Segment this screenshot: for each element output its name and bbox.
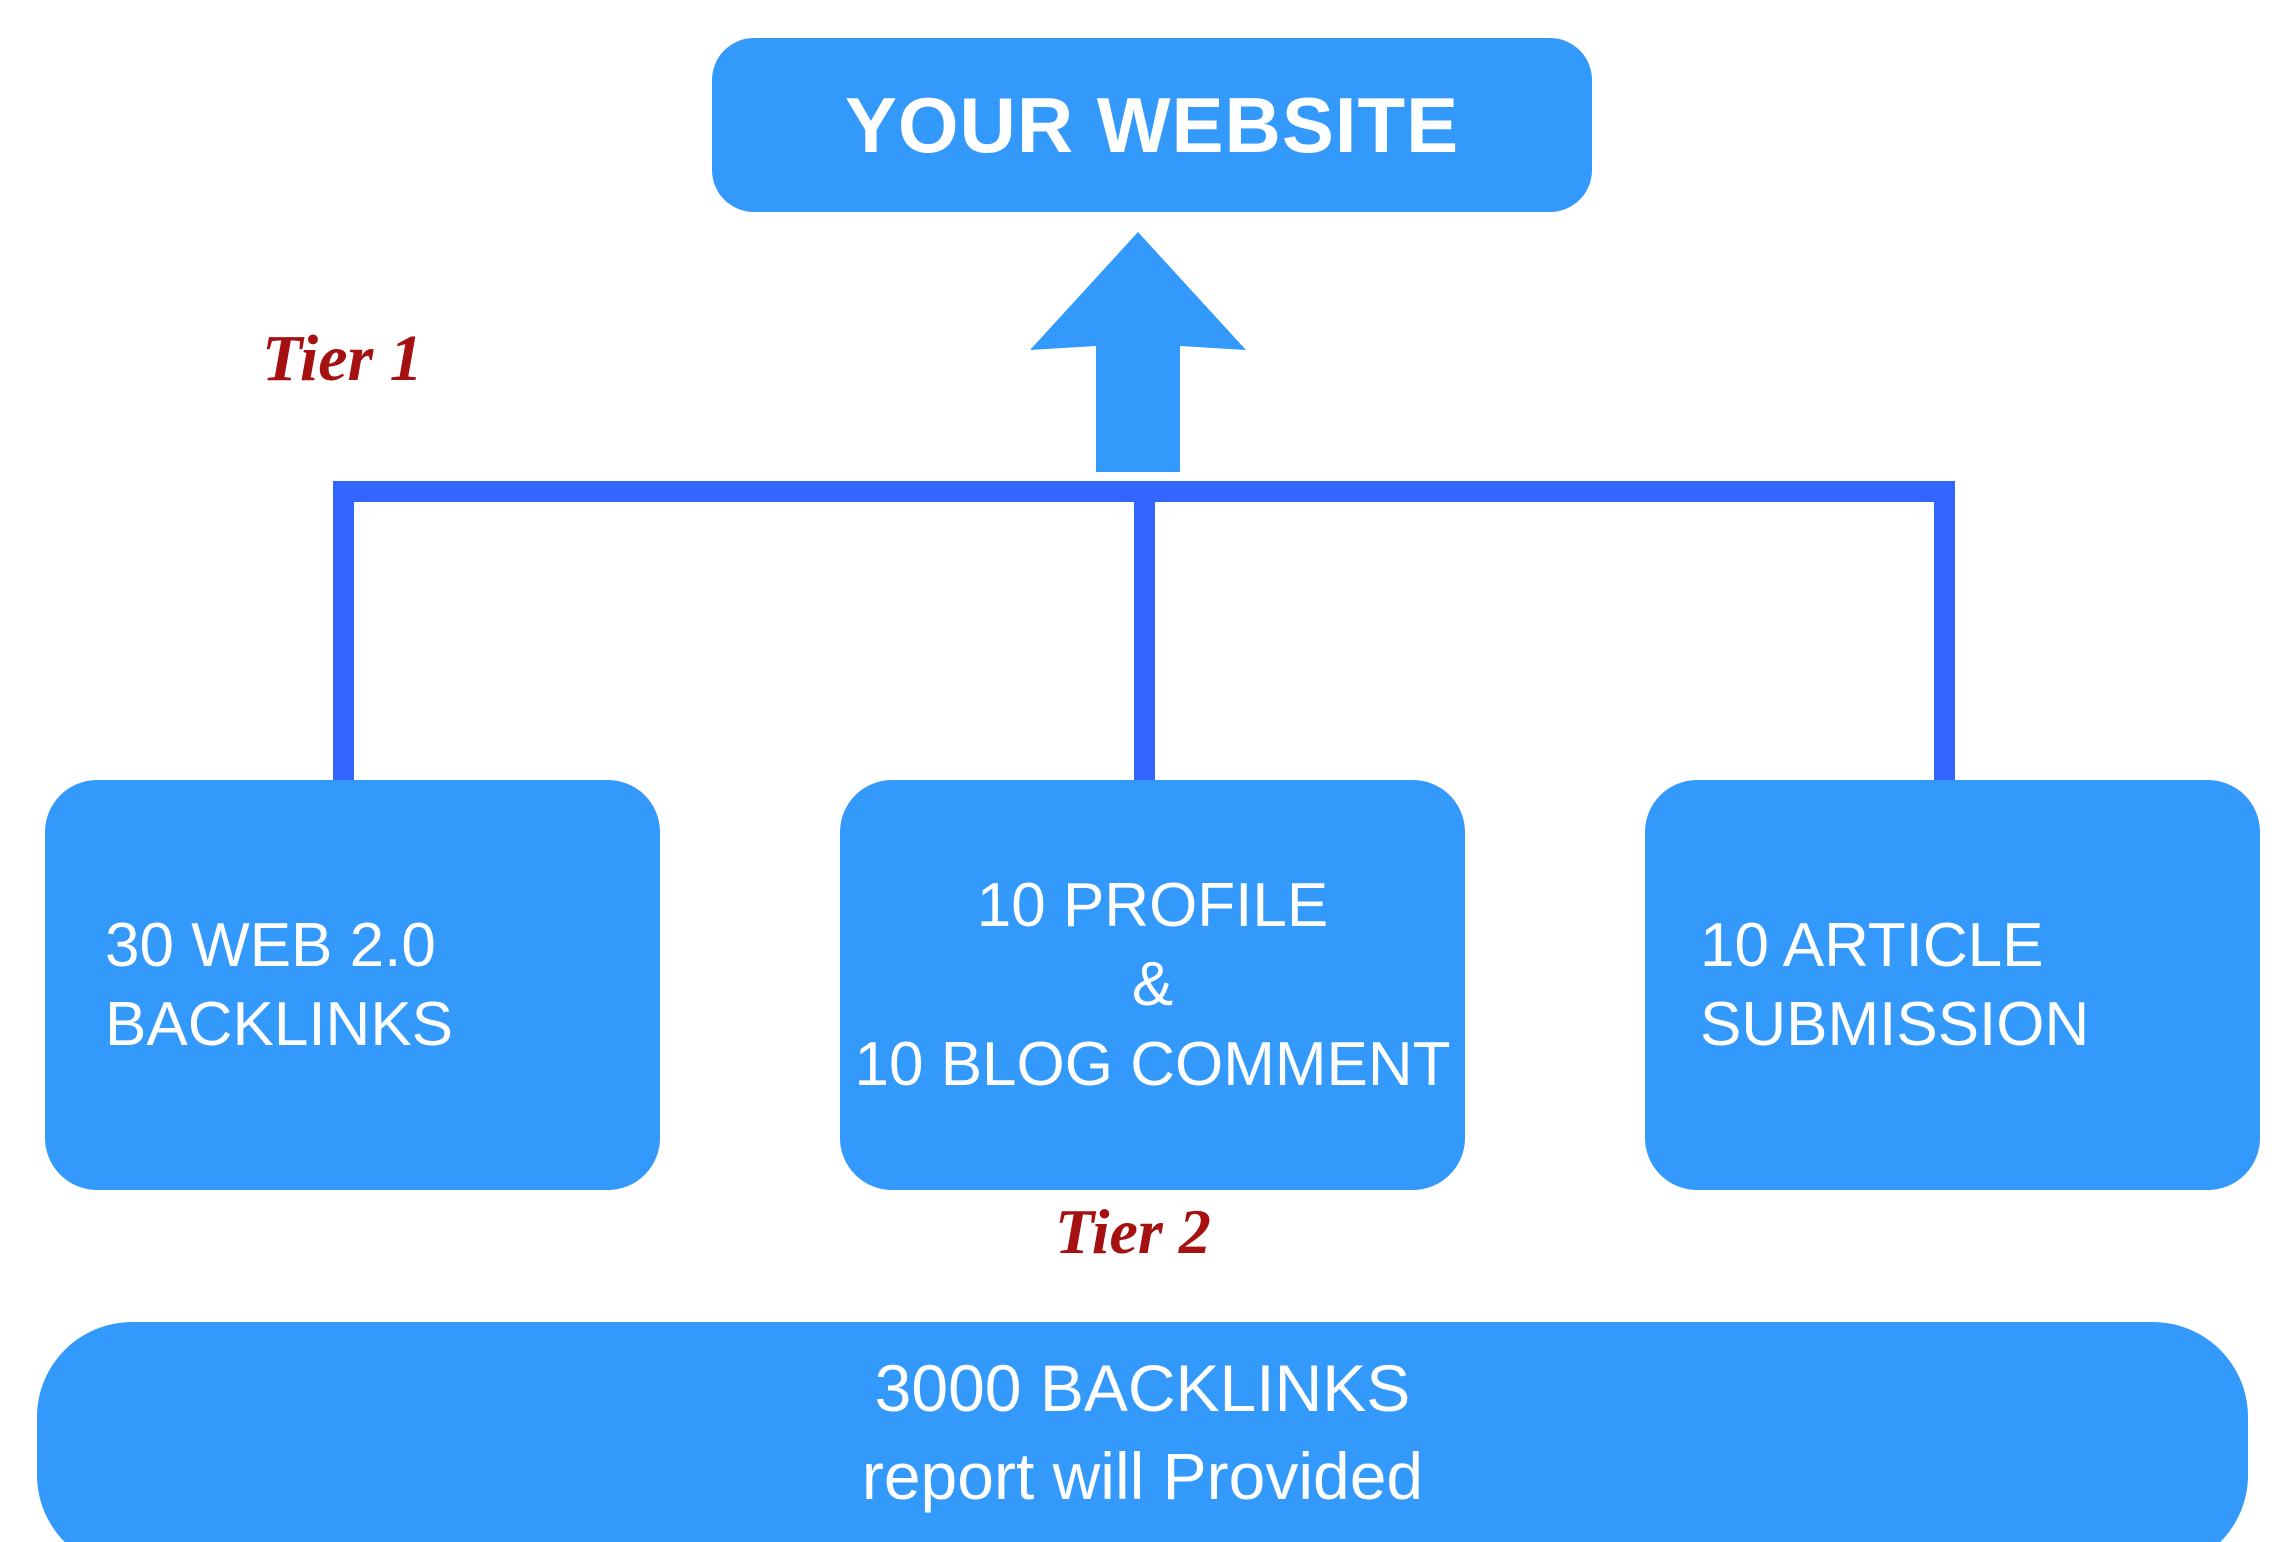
arrow-up-icon — [1030, 232, 1246, 472]
node-line: BACKLINKS — [105, 990, 454, 1059]
connector-vertical-right — [1934, 481, 1955, 791]
tier-2-label: Tier 2 — [1055, 1196, 1211, 1267]
node-line: & — [1131, 950, 1174, 1020]
node-line: report will Provided — [861, 1439, 1424, 1514]
node-line: 10 BLOG COMMENT — [854, 1029, 1451, 1099]
node-total-backlinks-report: 3000 BACKLINKS report will Provided — [37, 1322, 2248, 1542]
node-line: 10 PROFILE — [976, 870, 1329, 940]
connector-vertical-left — [333, 481, 354, 791]
node-line: 3000 BACKLINKS — [874, 1351, 1411, 1425]
connector-vertical-middle — [1134, 481, 1155, 791]
tier-1-label: Tier 1 — [262, 322, 423, 395]
node-web-2-0-backlinks: 30 WEB 2.0 BACKLINKS — [45, 780, 660, 1190]
node-line: 30 WEB 2.0 — [105, 910, 436, 980]
your-website-label: YOUR WEBSITE — [844, 81, 1460, 169]
node-line: SUBMISSION — [1700, 990, 2090, 1059]
node-article-submission: 10 ARTICLE SUBMISSION — [1645, 780, 2260, 1190]
node-profile-and-blog-comment: 10 PROFILE & 10 BLOG COMMENT — [840, 780, 1465, 1190]
node-line: 10 ARTICLE — [1700, 910, 2044, 980]
your-website-node: YOUR WEBSITE — [712, 38, 1592, 212]
